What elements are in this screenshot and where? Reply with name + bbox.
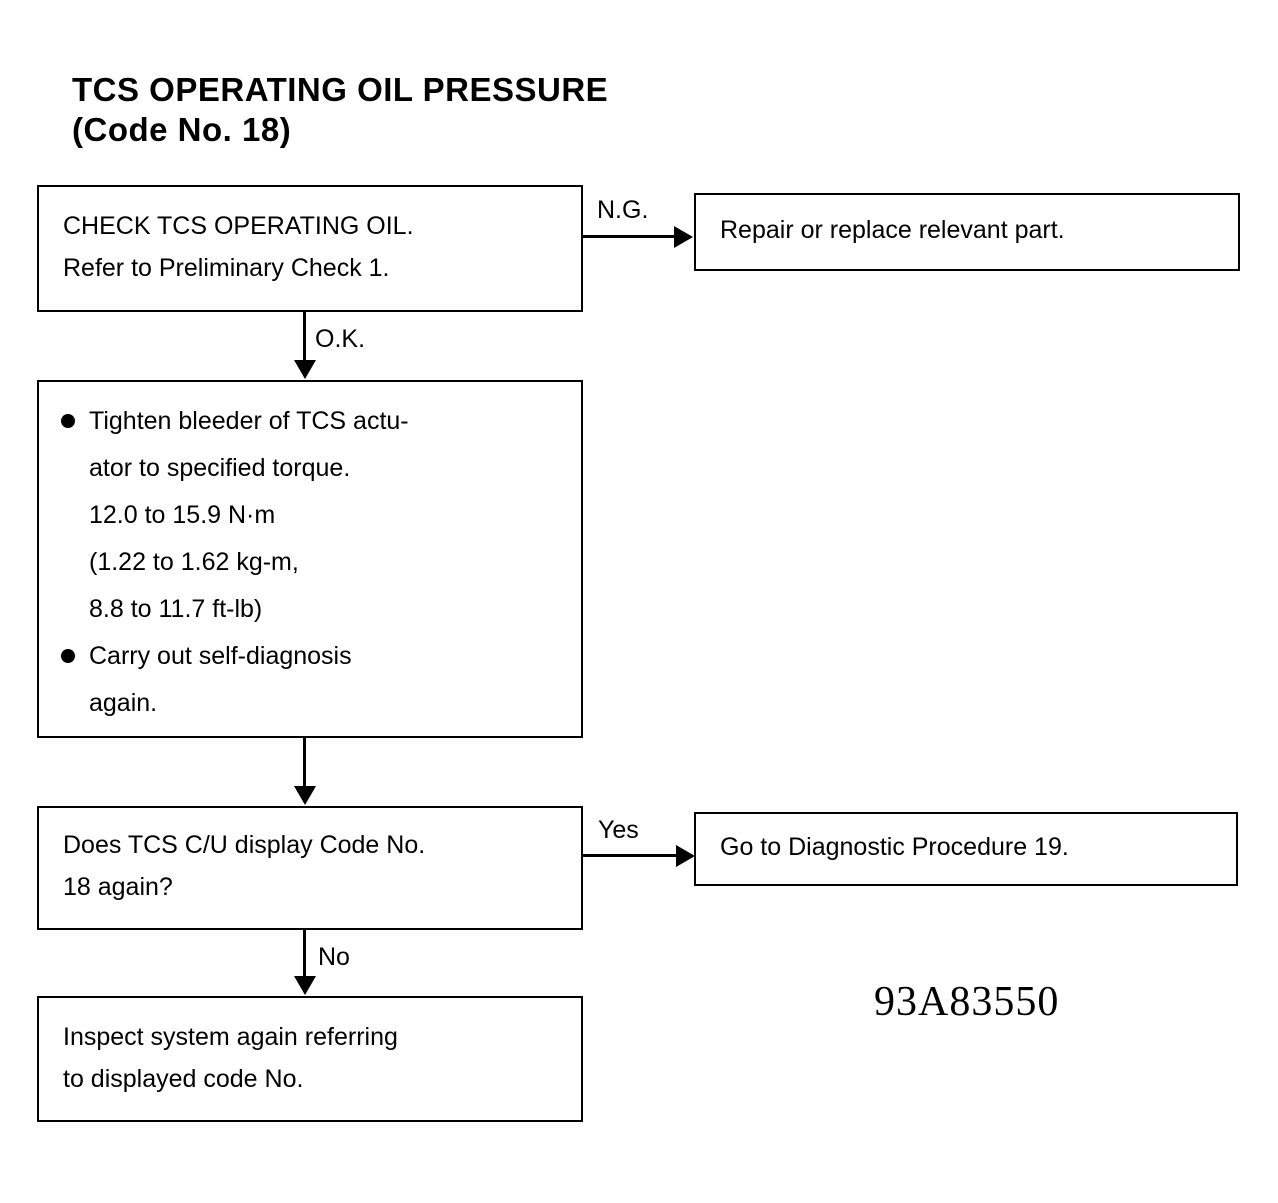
page-title-line-1: TCS OPERATING OIL PRESSURE [72,71,609,108]
flow-node-action-bullet-1-line-1: Tighten bleeder of TCS actu- [89,407,409,435]
page-title: TCS OPERATING OIL PRESSURE (Code No. 18) [72,70,972,150]
flow-node-action-bullet-1-line-2: ator to specified torque. [89,454,351,482]
flow-node-decision-line-2: 18 again? [63,873,173,901]
connector-yes-arrowhead [676,845,695,867]
flow-node-action-bullet-1-line-3: 12.0 to 15.9 N·m [89,501,276,529]
flow-node-inspect: Inspect system again referring to displa… [37,996,583,1122]
edge-label-ok: O.K. [315,325,366,353]
flow-node-action-bullet-1: Tighten bleeder of TCS actu- ator to spe… [61,398,409,633]
connector-ok-arrowhead [294,360,316,379]
flow-node-repair: Repair or replace relevant part. [694,193,1240,271]
bullet-dot-icon [61,649,75,663]
flow-node-inspect-line-1: Inspect system again referring [63,1023,398,1051]
flow-node-action-bullet-1-line-4: (1.22 to 1.62 kg-m, [89,548,299,576]
connector-ng-arrowhead [674,226,693,248]
edge-label-no: No [318,943,350,971]
flow-node-goto-procedure: Go to Diagnostic Procedure 19. [694,812,1238,886]
flow-node-decision-line-1: Does TCS C/U display Code No. [63,831,426,859]
flow-node-action-bullet-2-line-1: Carry out self-diagnosis [89,642,352,670]
flow-node-decision: Does TCS C/U display Code No. 18 again? [37,806,583,930]
flow-node-action-bullet-2-line-2: again. [89,689,158,717]
flow-node-goto-procedure-line-1: Go to Diagnostic Procedure 19. [720,833,1069,861]
connector-no-arrowhead [294,976,316,995]
connector-action-to-decision-arrowhead [294,786,316,805]
flow-node-action-bullet-2: Carry out self-diagnosis again. [61,633,409,727]
edge-label-yes: Yes [598,816,639,844]
connector-ng-line [583,235,675,238]
flow-node-check: CHECK TCS OPERATING OIL. Refer to Prelim… [37,185,583,312]
connector-ok-line [303,312,306,362]
reference-code: 93A83550 [874,979,1060,1025]
flow-node-inspect-line-2: to displayed code No. [63,1065,304,1093]
page-title-line-2: (Code No. 18) [72,111,292,148]
bullet-dot-icon [61,414,75,428]
flow-node-action-bullet-1-line-5: 8.8 to 11.7 ft-lb) [89,595,263,623]
flow-node-repair-line-1: Repair or replace relevant part. [720,216,1065,244]
edge-label-ng: N.G. [597,196,649,224]
connector-yes-line [583,854,677,857]
flow-node-action: Tighten bleeder of TCS actu- ator to spe… [37,380,583,738]
flow-node-check-line-2: Refer to Preliminary Check 1. [63,254,390,282]
connector-no-line [303,930,306,978]
flow-node-check-line-1: CHECK TCS OPERATING OIL. [63,212,414,240]
flow-node-action-bullets: Tighten bleeder of TCS actu- ator to spe… [61,398,409,727]
connector-action-to-decision-line [303,738,306,788]
